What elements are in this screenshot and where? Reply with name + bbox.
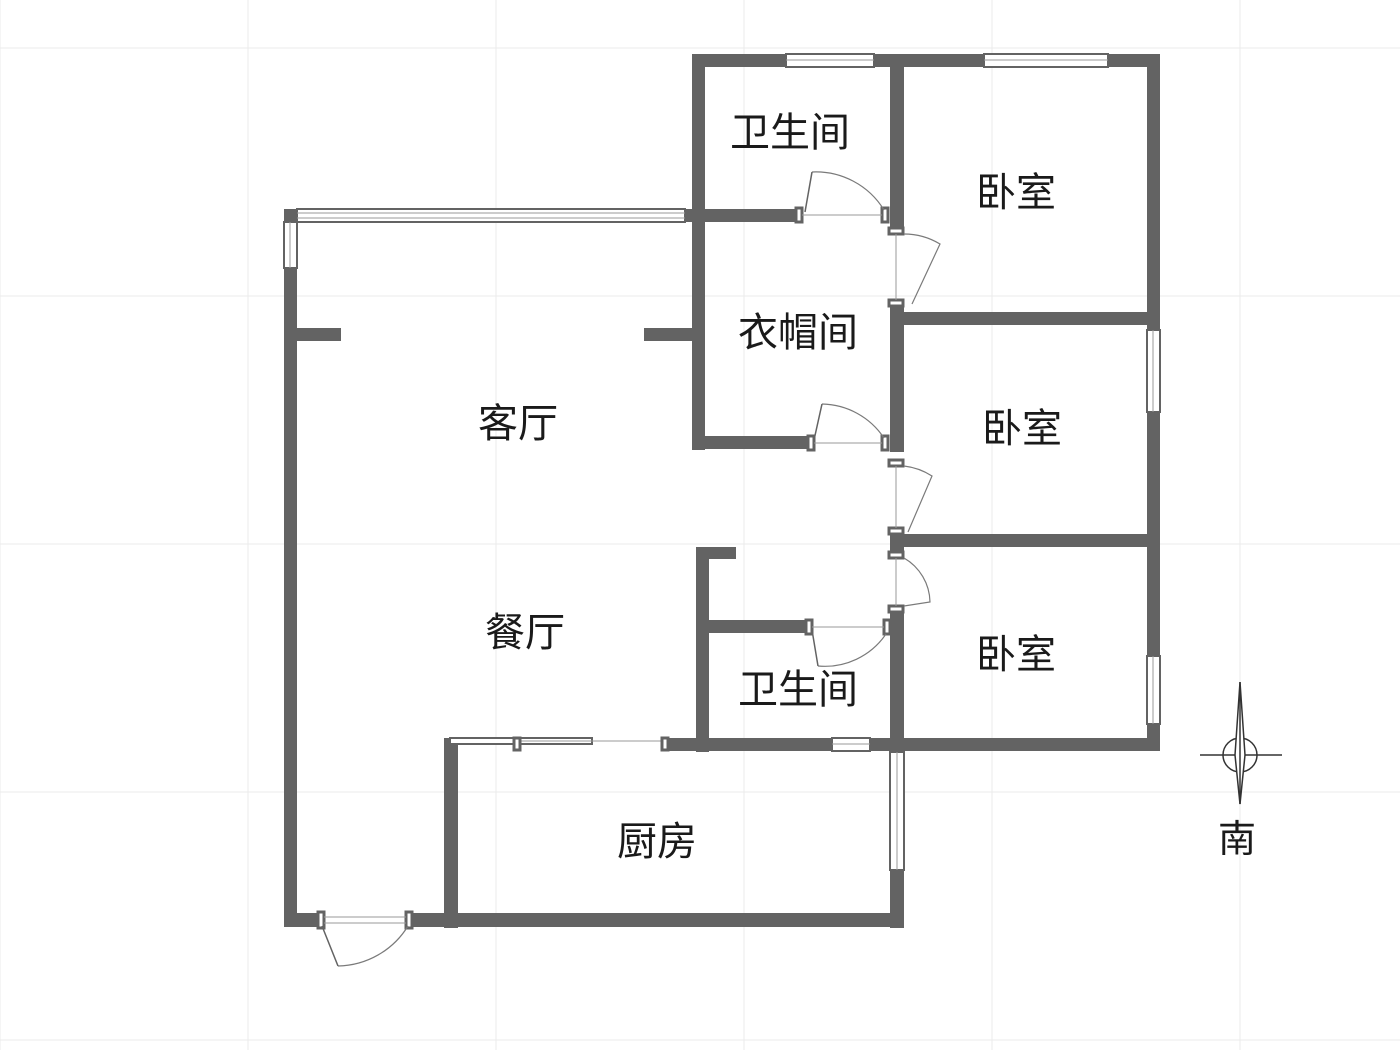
door-bedroom2 [887, 458, 933, 536]
wall-bath-bottom [692, 209, 800, 222]
room-labels: 卫生间 卧室 衣帽间 卧室 客厅 餐厅 卧室 卫生间 厨房 [478, 110, 1062, 865]
window-bath2-bottom [831, 737, 871, 752]
wall-bath2-top [696, 620, 810, 633]
wall-central-2 [890, 302, 904, 452]
door-bath-top [794, 171, 890, 224]
room-label-living-room: 客厅 [478, 401, 558, 447]
wall-kitchen-bottom [408, 913, 904, 927]
window-living-top [296, 208, 686, 223]
wall-kitchen-left [444, 738, 458, 928]
wall-wardrobe-bottom [692, 436, 812, 449]
wall-stub-wardrobe [644, 328, 694, 341]
wall-bath2-left [696, 547, 709, 752]
room-label-dining-room: 餐厅 [485, 610, 565, 656]
room-label-wardrobe: 衣帽间 [738, 310, 858, 356]
room-label-kitchen: 厨房 [617, 819, 697, 865]
door-entrance [316, 910, 414, 967]
room-label-bedroom-1: 卧室 [976, 170, 1056, 216]
wall-central-4 [890, 612, 904, 752]
room-label-bedroom-2: 卧室 [982, 406, 1062, 452]
wall-bedroom-sep-1 [890, 312, 1160, 325]
compass-label: 南 [1218, 817, 1256, 861]
wall-bedroom-sep-2 [890, 534, 1160, 547]
window-bedroom3-right [1146, 655, 1161, 725]
room-label-bedroom-3: 卧室 [976, 632, 1056, 678]
wall-central-1 [890, 54, 904, 232]
room-label-bathroom-top: 卫生间 [730, 110, 850, 156]
door-bath-bottom [804, 618, 892, 667]
window-kitchen-right [889, 751, 905, 871]
windows [283, 53, 1161, 871]
wall-entrance-left [284, 913, 324, 927]
door-bedroom3 [887, 550, 931, 614]
door-bedroom1 [887, 226, 941, 308]
window-kitchen-top [449, 736, 670, 752]
room-label-bathroom-bottom: 卫生间 [738, 667, 858, 713]
window-bedroom1-top [983, 53, 1109, 68]
window-living-left [283, 221, 298, 269]
window-bath-top [785, 53, 875, 68]
wall-bath-left [692, 54, 705, 450]
doors [316, 171, 941, 967]
door-wardrobe [806, 403, 890, 452]
wall-block-bottom [664, 738, 1160, 751]
wall-left [284, 209, 297, 927]
wall-stub-left [297, 328, 341, 341]
compass [1200, 681, 1282, 805]
window-bedroom2-right [1146, 329, 1161, 413]
